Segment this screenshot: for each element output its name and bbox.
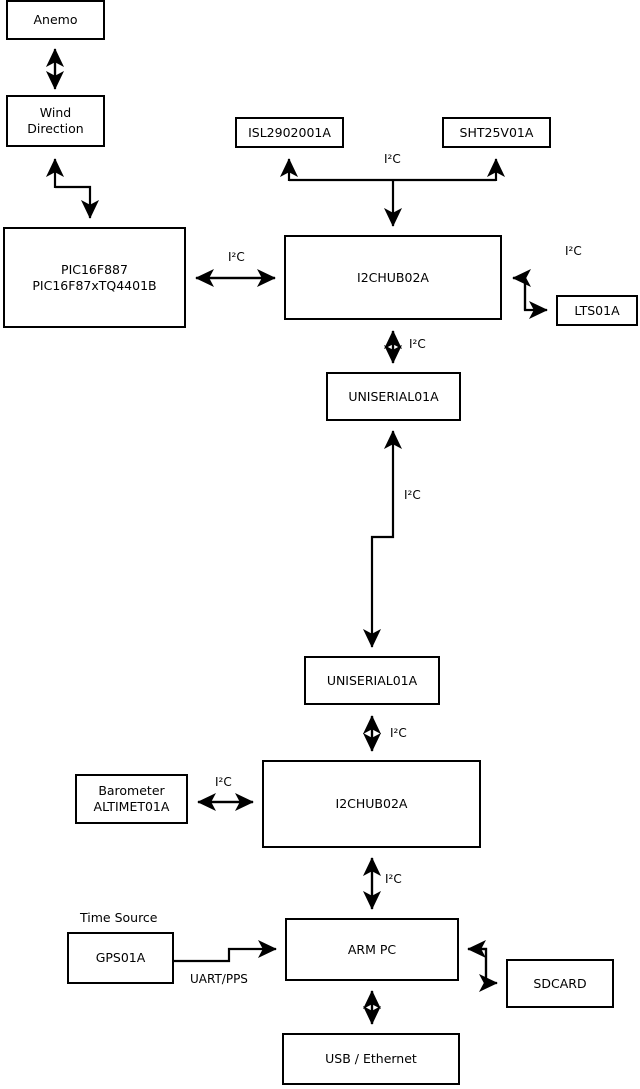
node-wind-direction[interactable]: Wind Direction: [6, 95, 105, 147]
edge-pic-wind-step: [55, 185, 100, 219]
node-uniserial01a-lower[interactable]: UNISERIAL01A: [304, 656, 440, 705]
edge-label-i2c-hub2-arm: I²C: [385, 872, 402, 886]
edge-label-i2c-barometer: I²C: [215, 775, 232, 789]
label-time-source: Time Source: [80, 910, 158, 925]
edge-arm-sdcard: [468, 947, 498, 993]
node-uniserial01a-upper[interactable]: UNISERIAL01A: [326, 372, 461, 421]
node-usb-ethernet-label: USB / Ethernet: [325, 1051, 417, 1066]
node-sht25v01a[interactable]: SHT25V01A: [442, 117, 551, 148]
node-uniserial01a-lower-label: UNISERIAL01A: [326, 672, 418, 688]
node-sdcard-label: SDCARD: [533, 975, 587, 991]
node-anemo-label: Anemo: [33, 12, 78, 27]
node-arm-pc[interactable]: ARM PC: [285, 918, 459, 981]
node-isl2902001a-label: ISL2902001A: [248, 124, 331, 140]
edge-label-i2c-uniserial-link: I²C: [404, 488, 421, 502]
node-usb-ethernet[interactable]: USB / Ethernet: [282, 1033, 460, 1085]
node-sdcard[interactable]: SDCARD: [506, 959, 614, 1008]
edge-label-uart-pps: UART/PPS: [190, 972, 248, 986]
node-uniserial01a-upper-label: UNISERIAL01A: [348, 388, 439, 404]
node-isl2902001a[interactable]: ISL2902001A: [235, 117, 344, 148]
node-lts01a-label: LTS01A: [574, 302, 620, 318]
node-i2chub02a-bottom-label: I2CHUB02A: [335, 796, 408, 811]
node-arm-pc-label: ARM PC: [347, 941, 397, 957]
node-gps01a-label: GPS01A: [95, 950, 146, 965]
edge-label-i2c-sensors: I²C: [384, 152, 401, 166]
node-gps01a[interactable]: GPS01A: [67, 932, 174, 984]
edge-label-i2c-uniserial-hub2: I²C: [390, 726, 407, 740]
node-i2chub02a-bottom[interactable]: I2CHUB02A: [262, 760, 481, 848]
node-i2chub02a-top-label: I2CHUB02A: [357, 269, 429, 285]
node-barometer-label: Barometer ALTIMET01A: [93, 783, 170, 814]
node-i2chub02a-top[interactable]: I2CHUB02A: [284, 235, 502, 320]
node-barometer[interactable]: Barometer ALTIMET01A: [75, 774, 188, 824]
node-pic-microcontroller-label: PIC16F887 PIC16F87xTQ4401B: [32, 261, 157, 293]
edge-hub-lts: [513, 276, 548, 320]
node-pic-microcontroller[interactable]: PIC16F887 PIC16F87xTQ4401B: [3, 227, 186, 328]
edge-sdcard-arm: [467, 939, 488, 983]
edge-lts-hub: [512, 268, 532, 310]
node-wind-direction-label: Wind Direction: [27, 105, 84, 136]
node-lts01a[interactable]: LTS01A: [556, 295, 638, 326]
edge-label-i2c-pic-hub: I²C: [228, 250, 245, 264]
edge-label-i2c-hub-uniserial: I²C: [409, 337, 426, 351]
edge-uniser-link-path: [362, 432, 395, 648]
edge-label-i2c-lts: I²C: [565, 244, 582, 258]
node-sht25v01a-label: SHT25V01A: [459, 124, 534, 140]
node-anemo[interactable]: Anemo: [6, 0, 105, 40]
edge-gps-arm: [174, 939, 277, 963]
